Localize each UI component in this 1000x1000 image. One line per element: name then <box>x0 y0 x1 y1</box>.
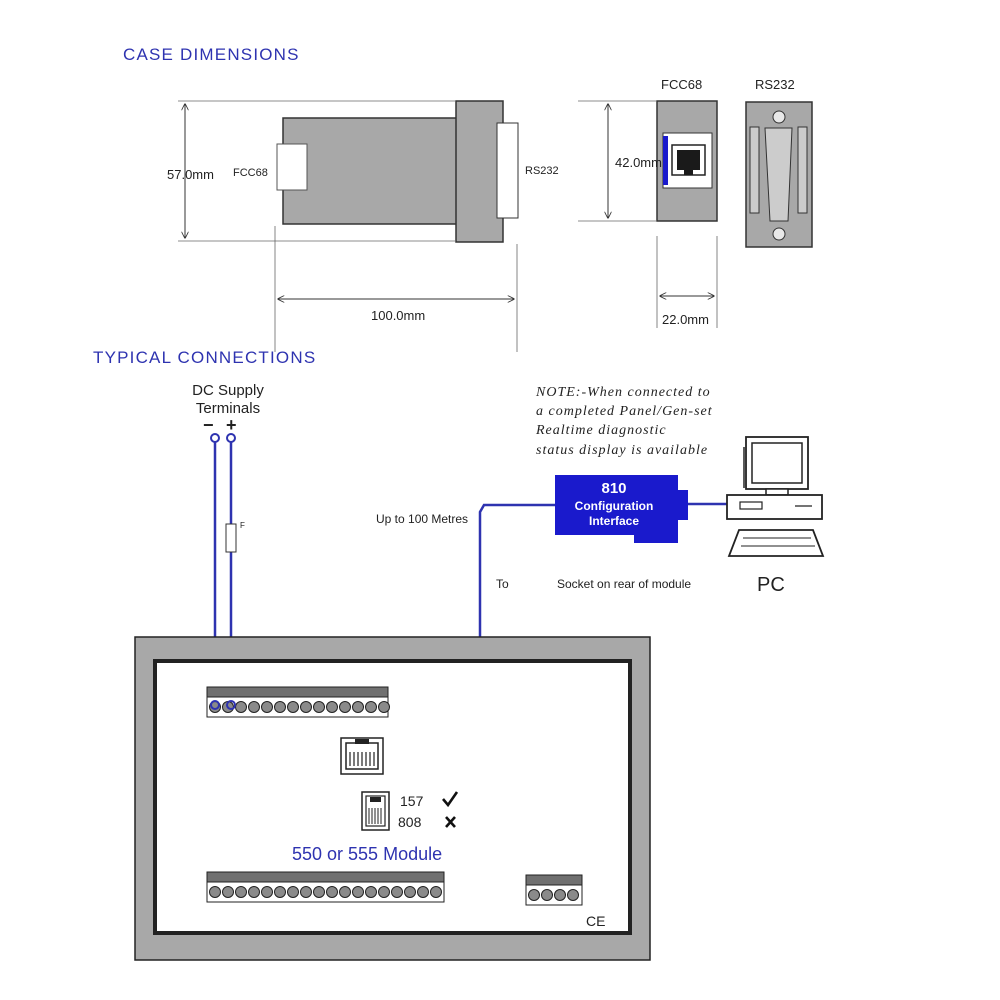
note-line-2: a completed Panel/Gen-set <box>536 404 713 419</box>
supply-terminal-negative <box>210 700 220 710</box>
check-icon <box>442 791 459 808</box>
terminal-screw <box>352 886 364 898</box>
terminal-screw <box>248 701 260 713</box>
end-fcc68-title: FCC68 <box>661 77 702 92</box>
terminal-screw <box>528 889 540 901</box>
fuse-label: F <box>240 521 245 530</box>
terminal-screw <box>417 886 429 898</box>
end-width-dimension-label: 22.0mm <box>662 312 709 327</box>
terminal-screw <box>300 886 312 898</box>
plus-symbol: + <box>226 415 237 435</box>
module-case <box>134 636 651 961</box>
note-line-3: Realtime diagnostic <box>535 423 667 438</box>
fcc68-socket <box>340 737 384 775</box>
terminal-screw <box>313 701 325 713</box>
interface-title-line1: Configuration <box>575 499 654 513</box>
option-socket <box>361 791 390 831</box>
terminal-screw <box>567 889 579 901</box>
minus-symbol: − <box>203 415 214 435</box>
terminal-screw <box>300 701 312 713</box>
interface-title-line2: Interface <box>589 514 639 528</box>
module-name-label: 550 or 555 Module <box>292 844 442 864</box>
terminal-screw <box>339 701 351 713</box>
terminal-screw <box>222 886 234 898</box>
cable-length-label: Up to 100 Metres <box>376 512 468 526</box>
length-dimension-label: 100.0mm <box>371 308 425 323</box>
terminal-screw <box>365 701 377 713</box>
terminal-screw <box>339 886 351 898</box>
terminal-screw <box>404 886 416 898</box>
option-157-label: 157 <box>400 793 424 809</box>
end-height-dimension-label: 42.0mm <box>615 155 662 170</box>
rs232-end-view <box>745 101 813 248</box>
ce-mark: CE <box>586 913 605 929</box>
supply-terminal-positive <box>226 700 236 710</box>
fcc68-end-view <box>656 100 718 222</box>
end-rs232-title: RS232 <box>755 77 795 92</box>
small-terminal-block <box>525 874 583 906</box>
terminal-screw <box>287 701 299 713</box>
to-label: To <box>496 577 509 591</box>
terminal-screw <box>235 701 247 713</box>
cross-icon <box>445 816 456 828</box>
dc-supply-label: DC Supply <box>192 382 264 399</box>
terminal-screw <box>554 889 566 901</box>
terminal-screw <box>313 886 325 898</box>
note-line-1: NOTE:-When connected to <box>535 385 711 400</box>
terminal-screw <box>391 886 403 898</box>
case-side-view <box>178 100 519 352</box>
socket-label: Socket on rear of module <box>557 577 691 591</box>
height-dimension-label: 57.0mm <box>167 167 214 182</box>
pc-icon <box>726 436 825 557</box>
case-dimensions-heading: CASE DIMENSIONS <box>123 45 300 64</box>
bottom-terminal-block <box>206 871 445 903</box>
typical-connections-heading: TYPICAL CONNECTIONS <box>93 348 316 367</box>
side-rs232-label: RS232 <box>525 165 559 177</box>
fuse-symbol <box>225 523 237 553</box>
terminal-screw <box>541 889 553 901</box>
terminal-screw <box>235 886 247 898</box>
terminal-screw <box>352 701 364 713</box>
terminal-screw <box>274 886 286 898</box>
interface-model-number: 810 <box>601 480 626 497</box>
terminal-screw <box>209 886 221 898</box>
terminal-screw <box>378 886 390 898</box>
terminal-screw <box>430 886 442 898</box>
terminal-screw <box>248 886 260 898</box>
terminal-screw <box>326 701 338 713</box>
terminal-screw <box>261 886 273 898</box>
terminal-screw <box>365 886 377 898</box>
terminal-screw <box>261 701 273 713</box>
terminal-screw <box>287 886 299 898</box>
configuration-interface-box <box>555 475 688 543</box>
terminal-screw <box>274 701 286 713</box>
terminal-screw <box>378 701 390 713</box>
side-fcc68-label: FCC68 <box>233 167 268 179</box>
option-808-label: 808 <box>398 814 422 830</box>
note-line-4: status display is available <box>536 443 708 458</box>
pc-label: PC <box>757 574 785 596</box>
terminals-label: Terminals <box>196 400 260 417</box>
terminal-screw <box>326 886 338 898</box>
